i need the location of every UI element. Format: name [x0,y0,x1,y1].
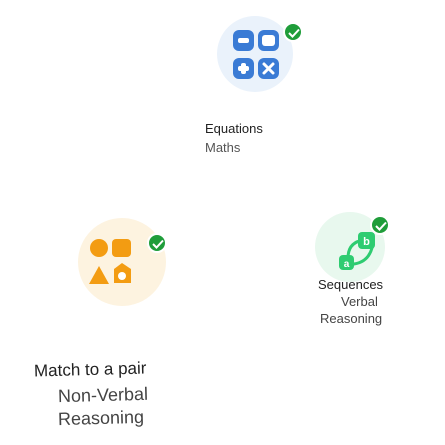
completed-check-icon [283,22,303,42]
letter-b-label: b [363,236,370,248]
activity-subtitle-line2: Reasoning [57,406,145,430]
activity-title: Match to a pair [33,358,147,381]
shapes-icon [89,239,131,284]
activity-title: Equations [205,121,263,136]
letter-a-label: a [344,259,350,270]
blocks-icon [233,30,279,79]
completed-check-icon [370,215,390,235]
activity-subtitle-line1: Verbal [341,294,378,309]
activity-title: Sequences [318,277,384,292]
letters-chain-icon: b a [339,232,375,270]
activity-icon-bg [78,218,166,306]
activity-subtitle: Maths [205,140,241,155]
activity-subtitle-line2: Reasoning [320,311,383,326]
activity-subtitle-line1: Non-Verbal [57,383,149,407]
completed-check-icon [147,233,167,253]
activity-icon-bg [217,16,293,92]
